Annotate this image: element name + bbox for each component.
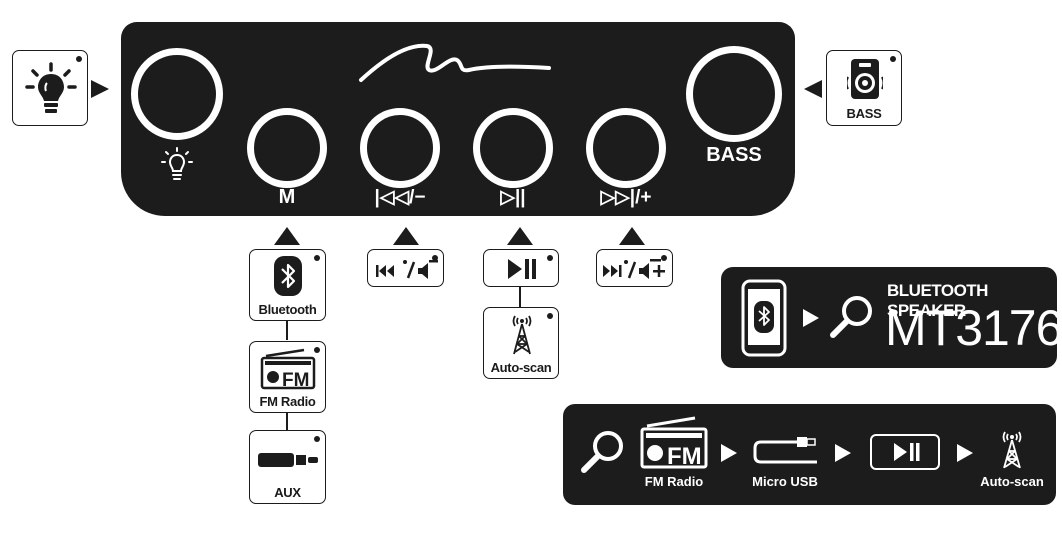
mode-label: M <box>278 186 296 208</box>
micro-usb-label: Micro USB <box>752 474 818 489</box>
fm-radio-label: FM Radio <box>644 474 704 489</box>
card-dot <box>76 56 82 62</box>
smartphone-bluetooth-icon <box>741 279 787 357</box>
connector-line <box>519 287 521 307</box>
mode-knob[interactable] <box>247 108 327 188</box>
next-volume-up-knob[interactable] <box>586 108 666 188</box>
arrow-right-icon <box>835 444 851 462</box>
play-pause-button-outline <box>870 434 940 470</box>
auto-scan-label: Auto-scan <box>980 474 1044 489</box>
fm-radio-mode-card: FM FM Radio <box>249 341 326 413</box>
card-dot <box>314 436 320 442</box>
next-volume-up-card <box>596 249 673 287</box>
arrow-right-icon <box>91 80 109 98</box>
arrow-right-icon <box>721 444 737 462</box>
next-volume-up-icon <box>603 259 665 279</box>
prev-volume-down-knob[interactable] <box>360 108 440 188</box>
card-dot <box>432 255 438 261</box>
model-number: MT3176 <box>885 300 1062 356</box>
aux-mode-card: AUX <box>249 430 326 504</box>
svg-text:FM: FM <box>667 443 702 470</box>
light-bulb-icon <box>25 62 77 113</box>
bluetooth-mode-card: Bluetooth <box>249 249 326 321</box>
play-pause-icon <box>508 259 536 279</box>
brand-logo <box>359 43 551 82</box>
previous-volume-down-icon <box>376 260 438 279</box>
card-dot <box>314 347 320 353</box>
prev-volume-down-label: |◁◁/− <box>374 187 426 208</box>
play-pause-icon <box>894 443 920 461</box>
prev-volume-down-card <box>367 249 444 287</box>
speaker-icon <box>847 59 883 99</box>
auto-scan-label: Auto-scan <box>490 360 552 375</box>
arrow-right-icon <box>803 309 819 327</box>
card-dot <box>890 56 896 62</box>
bass-knob[interactable] <box>686 46 782 142</box>
speaker-subtitle: BLUETOOTH SPEAKER <box>887 281 988 320</box>
aux-jack-icon <box>258 453 318 467</box>
arrow-up-icon <box>393 227 419 245</box>
fm-radio-label: FM Radio <box>259 394 316 409</box>
play-pause-card <box>483 249 559 287</box>
bass-card: BASS <box>826 50 902 126</box>
next-volume-up-label: ▷▷|/+ <box>600 187 652 208</box>
bluetooth-icon <box>274 256 302 296</box>
bass-card-label: BASS <box>846 106 882 121</box>
card-dot <box>547 313 553 319</box>
arrow-up-icon <box>619 227 645 245</box>
arrow-up-icon <box>274 227 300 245</box>
antenna-tower-icon <box>512 315 532 355</box>
svg-text:FM: FM <box>282 370 309 390</box>
fm-usb-instructions-box: FM FM Radio Micro USB Auto-scan <box>563 404 1056 505</box>
search-icon <box>581 431 623 473</box>
connector-line <box>286 320 288 340</box>
bluetooth-label: Bluetooth <box>258 302 317 317</box>
card-dot <box>314 255 320 261</box>
micro-usb-cable-icon <box>753 437 817 464</box>
light-bulb-icon <box>161 147 193 180</box>
search-icon <box>830 296 872 338</box>
speaker-control-panel: M |◁◁/− ▷|| ▷▷|/+ BASS <box>121 22 795 216</box>
play-pause-label: ▷|| <box>500 187 526 208</box>
fm-radio-icon: FM <box>640 416 708 470</box>
arrow-up-icon <box>507 227 533 245</box>
auto-scan-card: Auto-scan <box>483 307 559 379</box>
light-knob[interactable] <box>131 48 223 140</box>
antenna-tower-icon <box>1002 431 1022 469</box>
bluetooth-pairing-box: BLUETOOTH SPEAKER MT3176 <box>721 267 1062 368</box>
play-pause-knob[interactable] <box>473 108 553 188</box>
arrow-left-icon <box>804 80 822 98</box>
card-dot <box>547 255 553 261</box>
connector-line <box>286 412 288 430</box>
arrow-right-icon <box>957 444 973 462</box>
light-button-card <box>12 50 88 126</box>
bass-panel-label: BASS <box>706 144 762 166</box>
aux-label: AUX <box>274 485 301 500</box>
card-dot <box>661 255 667 261</box>
fm-radio-icon: FM <box>260 348 316 390</box>
